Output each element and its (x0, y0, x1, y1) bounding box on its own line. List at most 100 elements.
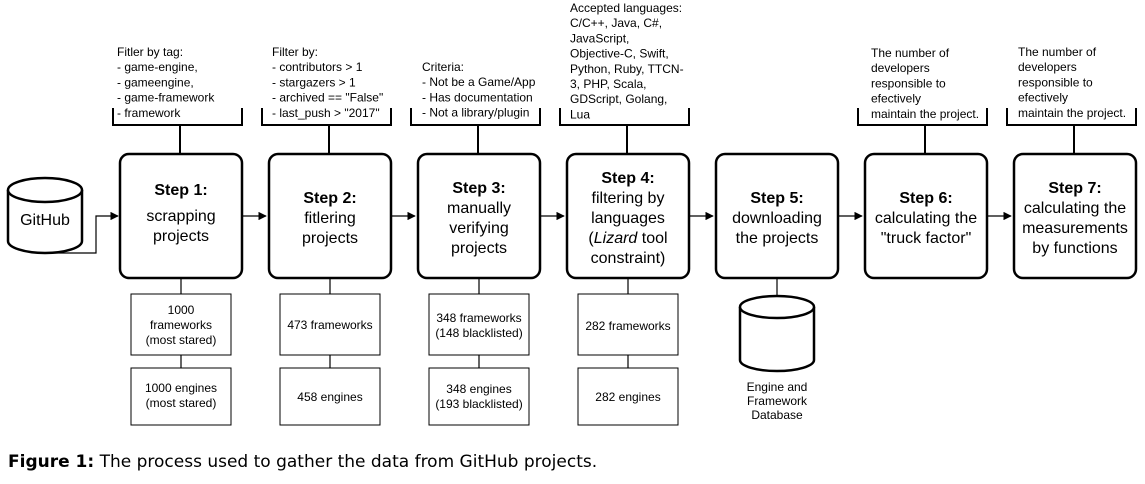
count-1-engines-line: 1000 engines (145, 381, 217, 395)
github-label: GitHub (20, 212, 70, 229)
step-7-title: Step 7: (1048, 180, 1101, 197)
count-box-4-engines (577, 367, 679, 426)
note-step4: Accepted languages:C/C++, Java, C#,JavaS… (570, 1, 684, 121)
note-step6-line: efectively (871, 92, 921, 106)
step-5-title: Step 5: (750, 190, 803, 207)
note-step6-line: developers (871, 61, 930, 75)
note-step1: Fitler by tag:- game-engine,- gameengine… (117, 45, 215, 120)
step-4-title: Step 4: (601, 170, 654, 187)
step-3-description-line: projects (451, 240, 507, 257)
step-5-description-line: the projects (736, 230, 819, 247)
count-1-engines: 1000 engines(most stared) (145, 381, 217, 410)
count-1-frameworks-line: 1000 (168, 303, 195, 317)
count-box-3-engines (428, 367, 530, 426)
step-6-title: Step 6: (899, 190, 952, 207)
figure-caption: Figure 1: The process used to gather the… (8, 452, 597, 472)
github-source-cylinder: GitHub (6, 176, 84, 255)
note-step2-line: - archived == "False" (272, 91, 383, 105)
note-step7-line: maintain the project. (1018, 106, 1126, 120)
note-step1-line: - framework (117, 106, 181, 120)
step-2-description-line: projects (302, 230, 358, 247)
count-box-2-frameworks (279, 293, 381, 356)
count-2-engines: 458 engines (297, 390, 362, 404)
note-step2-line: - stargazers > 1 (272, 75, 356, 89)
note-step4-line: C/C++, Java, C#, (570, 16, 662, 30)
note-bracket-3 (410, 108, 541, 153)
step-6-box (863, 152, 989, 280)
note-step4-line: GDScript, Golang, (570, 92, 667, 106)
step-4-description-line: filtering by (592, 190, 665, 207)
step-5-description: downloading the projects (732, 210, 822, 247)
step-7-description-line: calculating the (1024, 200, 1126, 217)
count-box-3-frameworks (428, 293, 530, 356)
count-4-engines-line: 282 engines (595, 390, 660, 404)
note-step2-line: - contributors > 1 (272, 60, 363, 74)
note-step3-line: - Not be a Game/App (422, 75, 536, 89)
step-5-description-line: downloading (732, 210, 822, 227)
note-bracket-4 (559, 108, 690, 153)
step-2-title: Step 2: (303, 190, 356, 207)
step-6: Step 6: calculating the"truck factor" (863, 152, 989, 280)
note-bracket-1 (112, 108, 243, 153)
note-bracket-2 (261, 108, 392, 153)
step-4-description-line: constraint) (591, 250, 666, 267)
note-step4-line: 3, PHP, Scala, (570, 77, 647, 91)
count-box-1-frameworks (130, 293, 232, 356)
count-2-engines-line: 458 engines (297, 390, 362, 404)
note-step1-line: - game-engine, (117, 60, 198, 74)
database-label-line: Engine and (747, 380, 808, 394)
process-diagram: GitHub Fitler by tag:- game-engine,- gam… (6, 1, 1138, 426)
note-step6-line: The number of (871, 46, 950, 60)
note-step4-line: Lua (570, 107, 590, 121)
count-3-engines-line: 348 engines (446, 382, 511, 396)
count-box-2-engines (279, 367, 381, 426)
step-6-description-line: calculating the (875, 210, 977, 227)
note-step6-line: maintain the project. (871, 107, 979, 121)
step-1-title: Step 1: (154, 182, 207, 199)
note-step3-line: - Has documentation (422, 90, 533, 104)
count-1-frameworks-line: frameworks (150, 318, 212, 332)
step-6-description: calculating the"truck factor" (875, 210, 977, 247)
note-step7-line: efectively (1018, 91, 1068, 105)
note-step3-line: - Not a library/plugin (422, 106, 529, 120)
caption-label: Figure 1: (8, 452, 95, 472)
count-1-engines-line: (most stared) (146, 396, 217, 410)
step-1-description-line: projects (153, 228, 209, 245)
count-3-frameworks-line: (148 blacklisted) (435, 326, 522, 340)
step-1-description: scrapping projects (146, 208, 215, 245)
step-4-description-line: languages (591, 210, 665, 227)
step-1: Step 1: scrapping projects (118, 152, 244, 280)
annotation-brackets (112, 108, 1137, 153)
count-3-engines: 348 engines(193 blacklisted) (435, 382, 522, 411)
count-box-4-frameworks (577, 293, 679, 356)
count-4-frameworks: 282 frameworks (585, 319, 670, 333)
database-label-line: Database (751, 408, 803, 422)
count-4-frameworks-line: 282 frameworks (585, 319, 670, 333)
count-3-frameworks: 348 frameworks(148 blacklisted) (435, 311, 522, 340)
note-step7-line: responsible to (1018, 75, 1093, 89)
note-step7-line: The number of (1018, 45, 1097, 59)
note-bracket-6 (857, 108, 988, 153)
step-1-description-line: scrapping (146, 208, 215, 225)
count-2-frameworks: 473 frameworks (287, 318, 372, 332)
note-step4-line: Accepted languages: (570, 1, 682, 15)
note-step6-line: responsible to (871, 76, 946, 90)
note-step2-line: - last_push > "2017" (272, 106, 380, 120)
count-box-1-engines (130, 367, 232, 426)
note-step3: Criteria:- Not be a Game/App- Has docume… (422, 60, 536, 120)
step-7-box (1012, 152, 1138, 280)
caption-text: The process used to gather the data from… (99, 452, 598, 472)
database-cylinder (738, 294, 816, 373)
note-step4-line: Python, Ruby, TTCN- (570, 62, 684, 76)
note-step4-line: JavaScript, (570, 31, 629, 45)
note-step1-line: Fitler by tag: (117, 45, 183, 59)
step-7-description-line: by functions (1032, 240, 1117, 257)
